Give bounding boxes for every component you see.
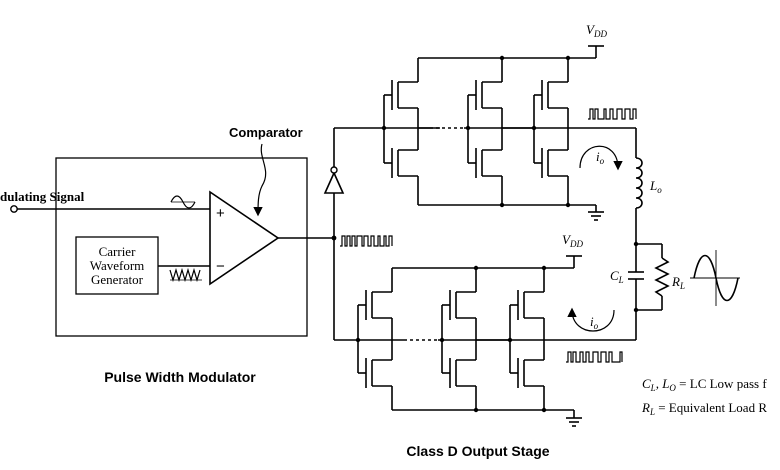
output-sine-icon [693,254,739,302]
pwm-pulse-icon-center [340,235,393,247]
top-transistor-array [381,45,636,221]
comparator-plus: + [216,205,225,222]
resistor-rl [654,257,670,297]
pwm-block-border [55,157,308,337]
resistor-label: RL [671,274,685,291]
current-arrow-bottom [567,307,615,332]
input-terminal [10,205,210,213]
comparator-triangle [209,190,280,286]
pwm-pulse-icon-bottom [566,351,623,363]
capacitor-label: CL [610,268,624,285]
inductor-label: Lo [649,178,662,195]
carrier-label-3: Generator [91,272,144,287]
vdd-top-label: VDD [586,22,607,39]
current-label-bottom: io [590,314,599,331]
legend-line-1: CL, LO = LC Low pass f [642,376,767,393]
current-arrow-top [579,145,623,171]
triangle-wave-icon [169,267,201,283]
inverter-buffer [323,171,345,194]
bottom-transistor-array [355,255,636,427]
vdd-bottom-label: VDD [562,232,583,249]
pwm-pulse-icon-top [588,108,637,120]
output-stage-title: Class D Output Stage [406,443,549,459]
pwm-title: Pulse Width Modulator [104,369,256,385]
inductor-lo [635,157,643,209]
comparator-pointer [253,143,267,217]
comparator-minus: − [216,258,225,275]
current-label-top: io [596,149,605,166]
carrier-label-2: Waveform [90,258,145,273]
carrier-label-1: Carrier [99,244,136,259]
legend-line-2: RL = Equivalent Load R [641,400,767,417]
input-signal-label: dulating Signal [0,189,85,204]
comparator-label: Comparator [229,125,303,140]
